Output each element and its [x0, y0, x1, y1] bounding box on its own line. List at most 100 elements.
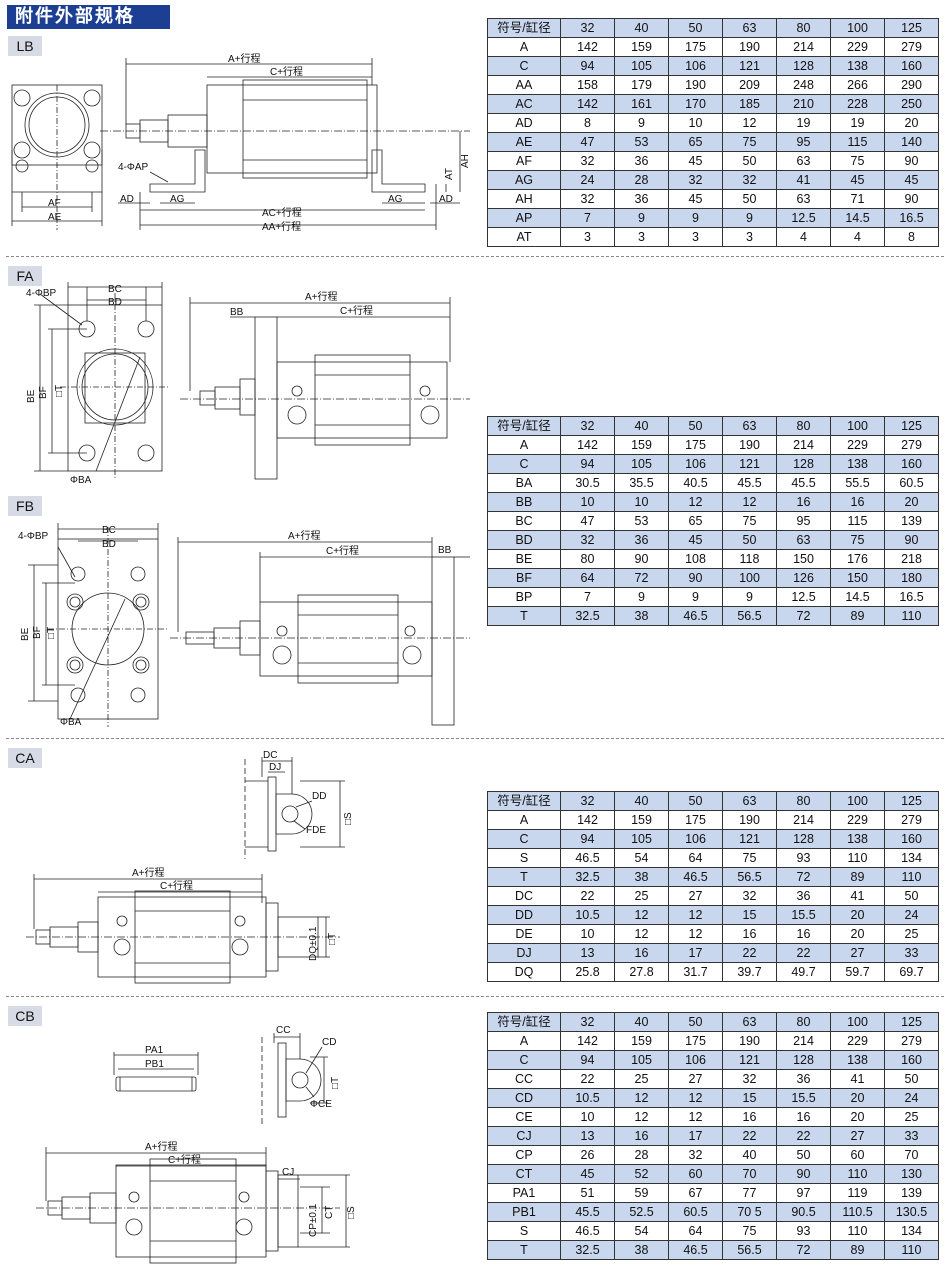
value-cell: 22	[722, 1126, 777, 1146]
value-cell: 130.5	[884, 1202, 939, 1222]
value-cell: 106	[668, 454, 723, 474]
value-cell: 175	[668, 435, 723, 455]
value-cell: 32	[722, 886, 777, 906]
fb-drawing: 4-ΦBP BC BD BE BF □T ΦBA A+行程 C+行程 BB	[18, 523, 470, 728]
symbol-cell: CJ	[487, 1126, 561, 1146]
value-cell: 70	[884, 1145, 939, 1165]
value-cell: 128	[776, 1050, 831, 1070]
ca-dim-s: □S	[343, 812, 354, 825]
value-cell: 50	[884, 886, 939, 906]
cb-dim-cc: CC	[276, 1025, 290, 1036]
bore-header-cell: 125	[884, 18, 939, 38]
value-cell: 75	[830, 151, 885, 171]
value-cell: 160	[884, 454, 939, 474]
bore-header-cell: 125	[884, 1012, 939, 1032]
fa-drawing: 4-ΦBP BC BD BE BF □T ΦBA A+行程 BB C+行程	[26, 282, 470, 486]
value-cell: 94	[560, 1050, 615, 1070]
lb-dim-ah: AH	[460, 154, 471, 168]
value-cell: 229	[830, 435, 885, 455]
value-cell: 60	[668, 1164, 723, 1184]
symbol-cell: AT	[487, 227, 561, 247]
value-cell: 10	[560, 924, 615, 944]
cb-dim-s: □S	[346, 1206, 357, 1219]
lb-dim-ad-right: AD	[439, 194, 453, 205]
value-cell: 9	[722, 208, 777, 228]
fa-dim-be: BE	[26, 389, 37, 403]
value-cell: 70	[722, 1164, 777, 1184]
value-cell: 60	[830, 1145, 885, 1165]
value-cell: 63	[776, 530, 831, 550]
value-cell: 128	[776, 829, 831, 849]
value-cell: 32.5	[560, 606, 615, 626]
fb-dim-t: □T	[46, 627, 57, 639]
value-cell: 16	[776, 924, 831, 944]
value-cell: 93	[776, 1221, 831, 1241]
symbol-cell: CC	[487, 1069, 561, 1089]
value-cell: 20	[830, 1107, 885, 1127]
value-cell: 209	[722, 75, 777, 95]
value-cell: 176	[830, 549, 885, 569]
symbol-cell: BP	[487, 587, 561, 607]
value-cell: 138	[830, 56, 885, 76]
value-cell: 51	[560, 1183, 615, 1203]
value-cell: 75	[722, 1221, 777, 1241]
value-cell: 108	[668, 549, 723, 569]
cb-drawing: PA1 PB1 CC CD □T ΦCE A+行程 C+行程 CJ CP±0.1…	[36, 1025, 357, 1264]
symbol-cell: DE	[487, 924, 561, 944]
value-cell: 139	[884, 1183, 939, 1203]
value-cell: 20	[884, 113, 939, 133]
value-cell: 22	[776, 1126, 831, 1146]
symbol-cell: BF	[487, 568, 561, 588]
value-cell: 134	[884, 1221, 939, 1241]
value-cell: 128	[776, 454, 831, 474]
value-cell: 36	[776, 1069, 831, 1089]
value-cell: 56.5	[722, 606, 777, 626]
symbol-cell: A	[487, 810, 561, 830]
value-cell: 45.5	[776, 473, 831, 493]
fb-dim-bp: 4-ΦBP	[18, 531, 49, 542]
value-cell: 39.7	[722, 962, 777, 982]
fb-dim-c: C+行程	[326, 544, 359, 557]
value-cell: 32	[560, 189, 615, 209]
value-cell: 126	[776, 568, 831, 588]
value-cell: 279	[884, 435, 939, 455]
value-cell: 12	[722, 492, 777, 512]
value-cell: 175	[668, 810, 723, 830]
value-cell: 32	[668, 1145, 723, 1165]
value-cell: 248	[776, 75, 831, 95]
value-cell: 25	[614, 886, 669, 906]
value-cell: 9	[614, 208, 669, 228]
ca-dim-a: A+行程	[132, 866, 165, 879]
value-cell: 90	[614, 549, 669, 569]
value-cell: 142	[560, 94, 615, 114]
value-cell: 15.5	[776, 1088, 831, 1108]
bore-header-cell: 125	[884, 416, 939, 436]
symbol-cell: A	[487, 1031, 561, 1051]
value-cell: 16	[614, 943, 669, 963]
value-cell: 214	[776, 435, 831, 455]
value-cell: 90	[776, 1164, 831, 1184]
value-cell: 160	[884, 1050, 939, 1070]
value-cell: 218	[884, 549, 939, 569]
value-cell: 53	[614, 511, 669, 531]
value-cell: 27	[668, 1069, 723, 1089]
value-cell: 9	[614, 587, 669, 607]
fa-dim-ba: ΦBA	[70, 475, 92, 486]
fa-dim-t: □T	[54, 385, 65, 397]
value-cell: 138	[830, 454, 885, 474]
value-cell: 72	[776, 1240, 831, 1260]
value-cell: 36	[614, 151, 669, 171]
bore-header-cell: 40	[614, 791, 669, 811]
value-cell: 16	[722, 924, 777, 944]
value-cell: 28	[614, 1145, 669, 1165]
value-cell: 12	[668, 492, 723, 512]
value-cell: 32	[560, 151, 615, 171]
